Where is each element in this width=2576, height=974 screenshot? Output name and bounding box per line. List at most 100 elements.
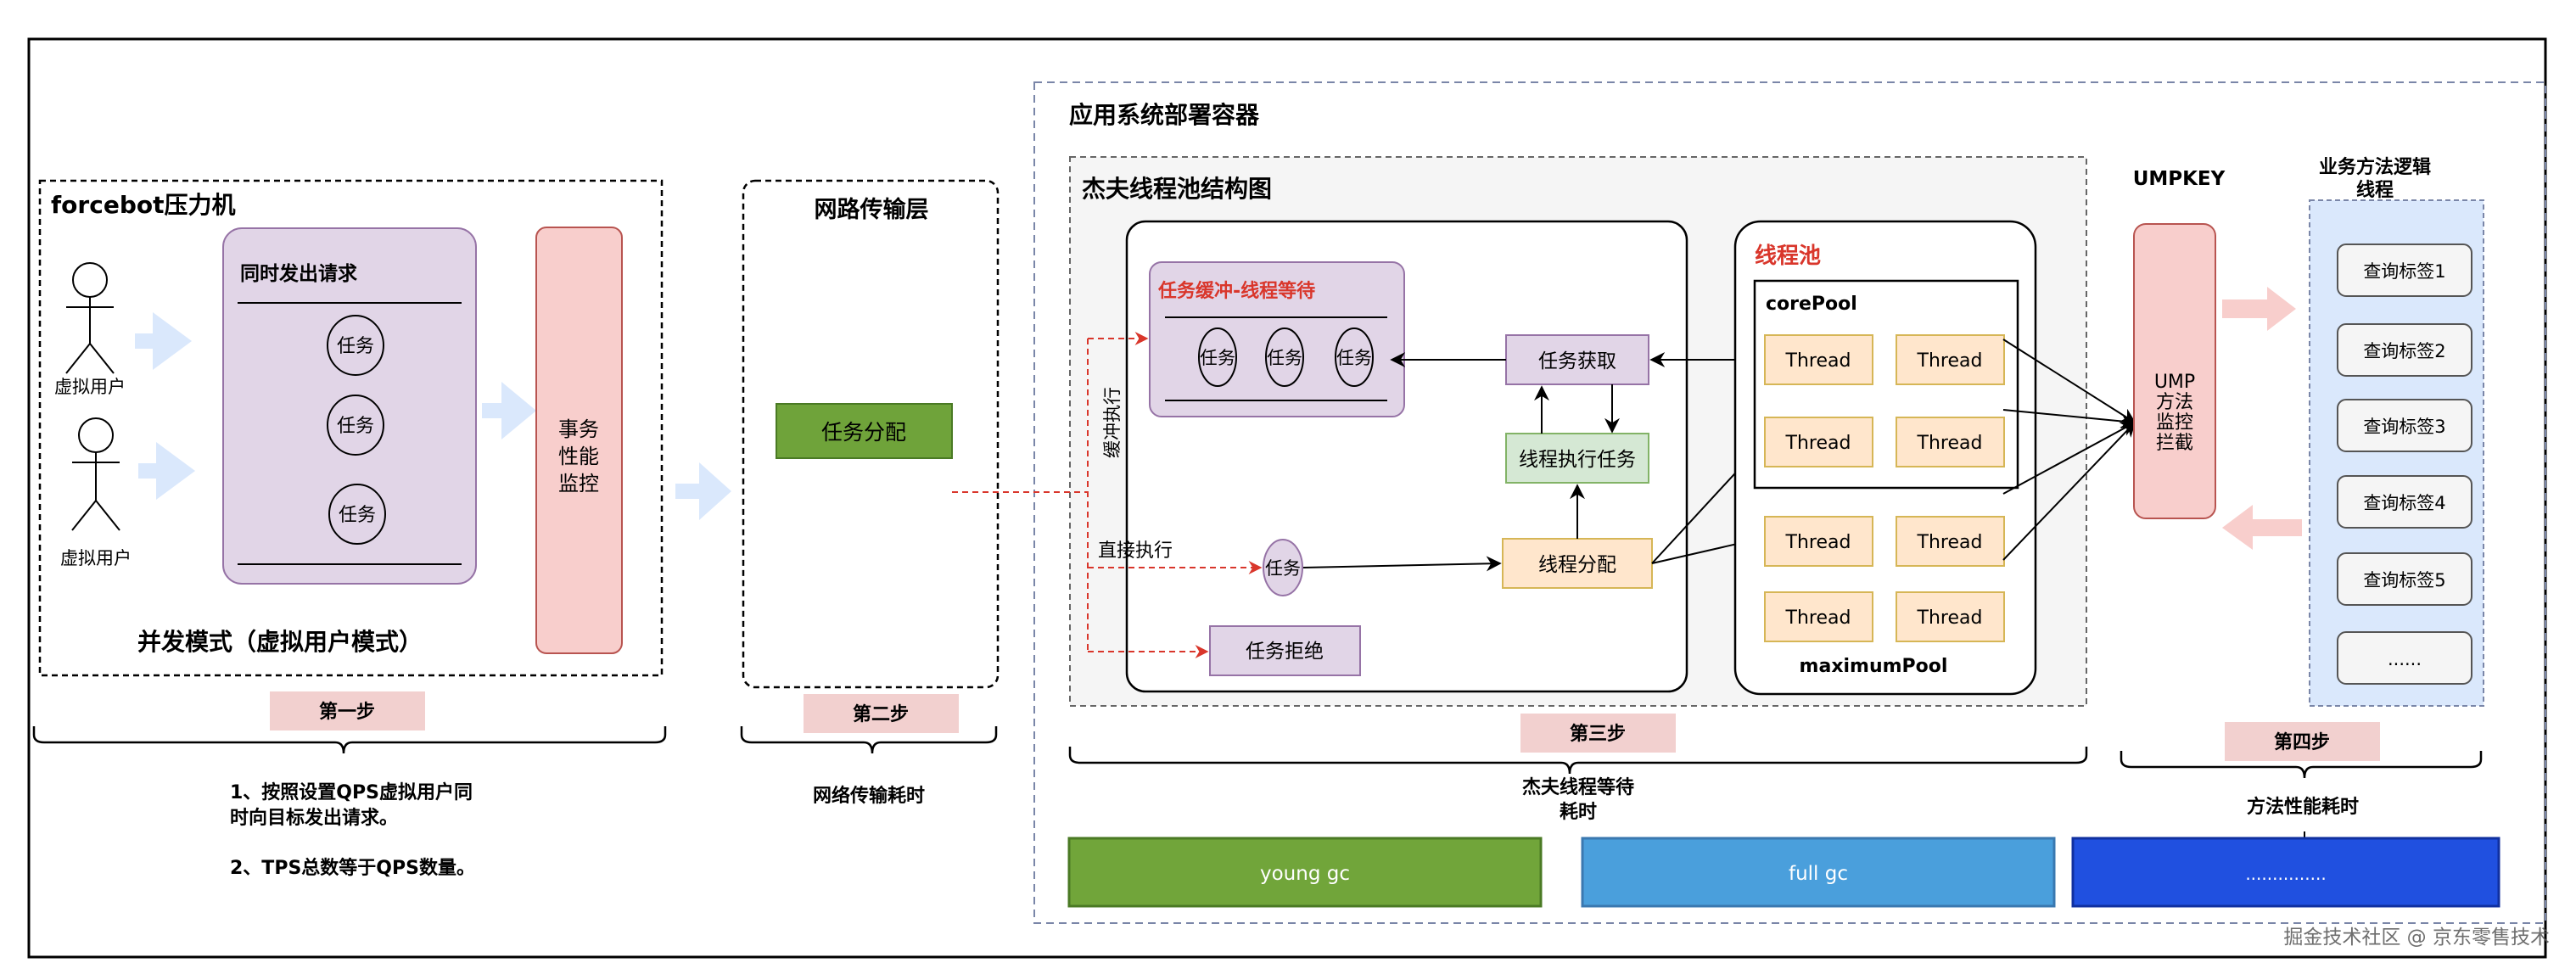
stage1-forcebot: forcebot压力机 虚拟用户 虚拟用户 同时发出请求	[32, 179, 731, 879]
step4-label: 第四步	[2274, 731, 2330, 753]
step2-label: 第二步	[853, 703, 909, 725]
note-line: 2、TPS总数等于QPS数量。	[230, 857, 475, 879]
thread-exec-box	[1505, 433, 1649, 484]
user-icon	[71, 417, 120, 531]
app-container-title: 应用系统部署容器	[1069, 101, 1260, 129]
buffer-exec-label: 缓冲执行	[1102, 387, 1123, 458]
flow-arrow-icon	[675, 462, 731, 520]
other-gc-bar	[2071, 837, 2500, 908]
user-label-2: 虚拟用户	[60, 548, 132, 568]
step2-label-bg	[804, 694, 959, 733]
user-icon	[65, 262, 115, 374]
other-gc-label: ...............	[2245, 864, 2326, 884]
svg-text:Thread: Thread	[1785, 607, 1851, 629]
step2-caption: 网络传输耗时	[813, 785, 925, 807]
stage4-ump: UMPKEY UMP 方法 监控 拦截 业务方法逻辑 线程 查询标签1查询标签2…	[2120, 156, 2484, 840]
pink-arrow-right-icon	[2222, 287, 2296, 331]
user-label-1: 虚拟用户	[54, 377, 126, 397]
core-pool-label: corePool	[1766, 294, 1857, 315]
arrow	[1302, 556, 1502, 572]
svg-text:任务: 任务	[337, 336, 374, 357]
mode-caption: 并发模式（虚拟用户模式）	[137, 628, 423, 656]
task-fetch-label: 任务获取	[1538, 350, 1616, 372]
biz-item: ......	[2337, 631, 2472, 685]
svg-text:查询标签4: 查询标签4	[2363, 493, 2445, 513]
thread-exec-label: 线程执行任务	[1519, 449, 1636, 471]
buffer-queue-title: 任务缓冲-线程等待	[1157, 280, 1315, 302]
svg-text:任务: 任务	[1267, 348, 1302, 368]
gc-bars: young gc full gc ...............	[1067, 837, 2500, 908]
task-fetch-box	[1505, 334, 1649, 385]
flow-arrow-icon	[135, 312, 192, 370]
task-dispatch-box	[776, 403, 953, 459]
svg-text:Thread: Thread	[1917, 350, 1983, 372]
thread-dispatch-label: 线程分配	[1538, 554, 1616, 576]
svg-text:Thread: Thread	[1917, 433, 1983, 454]
task-node: 任务	[1335, 327, 1374, 387]
ump-line: 方法	[2156, 392, 2193, 413]
direct-exec-label: 直接执行	[1098, 540, 1173, 562]
direct-task-node: 任务	[1263, 539, 1303, 596]
step3-caption-2: 耗时	[1560, 801, 1597, 823]
pink-arrow-left-icon	[2222, 505, 2302, 550]
biz-item: 查询标签1	[2337, 244, 2472, 297]
transaction-monitor	[535, 227, 623, 654]
svg-text:查询标签1: 查询标签1	[2363, 261, 2445, 282]
young-gc-label: young gc	[1260, 863, 1350, 885]
full-gc-bar	[1581, 837, 2056, 908]
biz-title-1: 业务方法逻辑	[2319, 156, 2431, 178]
thread-box: Thread	[1896, 417, 2005, 467]
step3-label: 第三步	[1570, 723, 1626, 745]
step1-label: 第一步	[319, 701, 375, 723]
app-container	[1033, 81, 2546, 924]
umpkey-title: UMPKEY	[2133, 168, 2226, 190]
svg-text:Thread: Thread	[1785, 350, 1851, 372]
note-line: 时向目标发出请求。	[230, 807, 398, 829]
step4-brace	[2120, 751, 2483, 779]
forcebot-title: forcebot压力机	[51, 191, 235, 219]
task-reject-box	[1209, 625, 1361, 676]
biz-item-list: 查询标签1 查询标签2 查询标签3 查询标签4 查询标签5......	[2337, 244, 2472, 685]
svg-text:任务: 任务	[337, 416, 374, 437]
maximum-pool-label: maximumPool	[1800, 656, 1948, 677]
svg-text:任务: 任务	[339, 505, 376, 526]
flow-arrow-icon	[138, 442, 195, 500]
biz-item: 查询标签4	[2337, 475, 2472, 529]
ump-line: 监控	[2156, 412, 2193, 434]
stage2-network: 网路传输层 任务分配 第二步 网络传输耗时	[740, 179, 1000, 807]
thread-dispatch-box	[1502, 538, 1653, 589]
ump-line: UMP	[2154, 372, 2195, 393]
full-gc-label: full gc	[1789, 863, 1848, 885]
svg-text:Thread: Thread	[1917, 532, 1983, 553]
step4-caption: 方法性能耗时	[2247, 796, 2359, 818]
thread-box: Thread	[1764, 591, 1873, 642]
svg-text:查询标签5: 查询标签5	[2363, 570, 2445, 591]
thread-pool-title: 线程池	[1755, 244, 1821, 269]
task-node: 任务	[1198, 327, 1237, 387]
svg-text:查询标签3: 查询标签3	[2363, 417, 2445, 437]
watermark: 掘金技术社区 @ 京东零售技术	[2283, 926, 2550, 949]
step1-label-bg	[270, 691, 425, 730]
ump-line: 拦截	[2156, 433, 2193, 454]
thread-box: Thread	[1764, 417, 1873, 467]
thread-box: Thread	[1764, 516, 1873, 567]
svg-text:查询标签2: 查询标签2	[2363, 341, 2445, 361]
ump-interceptor	[2133, 223, 2216, 519]
young-gc-bar	[1067, 837, 1543, 908]
biz-item: 查询标签3	[2337, 399, 2472, 452]
step3-label-bg	[1520, 714, 1676, 753]
red-dashed-routes	[952, 332, 1263, 658]
svg-text:Thread: Thread	[1785, 532, 1851, 553]
network-container	[742, 179, 1000, 689]
svg-text:......: ......	[2388, 649, 2422, 669]
svg-text:任务: 任务	[1200, 348, 1235, 368]
forcebot-container	[38, 179, 664, 677]
svg-text:任务: 任务	[1336, 348, 1372, 368]
task-dispatch-label: 任务分配	[821, 420, 906, 445]
step3-caption-1: 杰夫线程等待	[1522, 776, 1634, 798]
network-title: 网路传输层	[815, 196, 929, 223]
svg-text:Thread: Thread	[1917, 607, 1983, 629]
step2-brace	[740, 726, 998, 754]
task-node: 任务	[327, 395, 384, 456]
